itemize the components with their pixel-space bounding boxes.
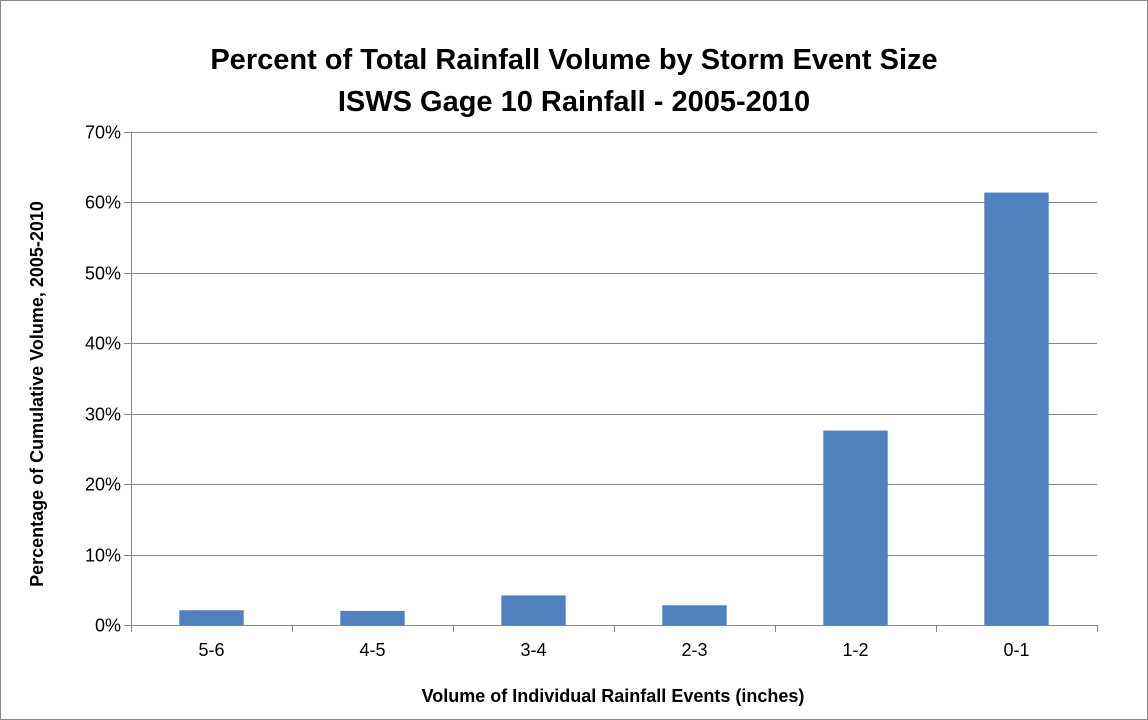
x-tick-label: 2-3 xyxy=(681,640,707,660)
bars xyxy=(179,192,1049,625)
y-tick-label: 50% xyxy=(85,264,121,284)
y-tick-labels: 0% 10% 20% 30% 40% 50% 60% 70% xyxy=(85,123,121,636)
chart-subtitle: ISWS Gage 10 Rainfall - 2005-2010 xyxy=(338,86,810,118)
y-tick-label: 20% xyxy=(85,475,121,495)
x-tick-label: 4-5 xyxy=(359,640,385,660)
bar-2-3 xyxy=(662,605,727,625)
x-tick-label: 0-1 xyxy=(1003,640,1029,660)
bar-3-4 xyxy=(501,595,566,625)
x-tick-label: 3-4 xyxy=(520,640,546,660)
y-tick-label: 0% xyxy=(95,616,121,636)
y-tick-label: 70% xyxy=(85,123,121,143)
x-tick-label: 5-6 xyxy=(198,640,224,660)
gridlines xyxy=(131,132,1097,556)
y-tick-label: 60% xyxy=(85,193,121,213)
chart-title: Percent of Total Rainfall Volume by Stor… xyxy=(210,44,937,76)
bar-0-1 xyxy=(984,192,1049,625)
y-tick-label: 30% xyxy=(85,405,121,425)
y-axis-title: Percentage of Cumulative Volume, 2005-20… xyxy=(27,201,47,587)
axes xyxy=(124,132,1098,632)
x-tick-labels: 5-6 4-5 3-4 2-3 1-2 0-1 xyxy=(198,640,1029,660)
y-tick-label: 40% xyxy=(85,334,121,354)
x-axis-title: Volume of Individual Rainfall Events (in… xyxy=(422,686,805,706)
bar-5-6 xyxy=(179,610,244,625)
bar-1-2 xyxy=(823,430,888,625)
y-tick-label: 10% xyxy=(85,546,121,566)
x-tick-label: 1-2 xyxy=(842,640,868,660)
bar-4-5 xyxy=(340,610,405,625)
